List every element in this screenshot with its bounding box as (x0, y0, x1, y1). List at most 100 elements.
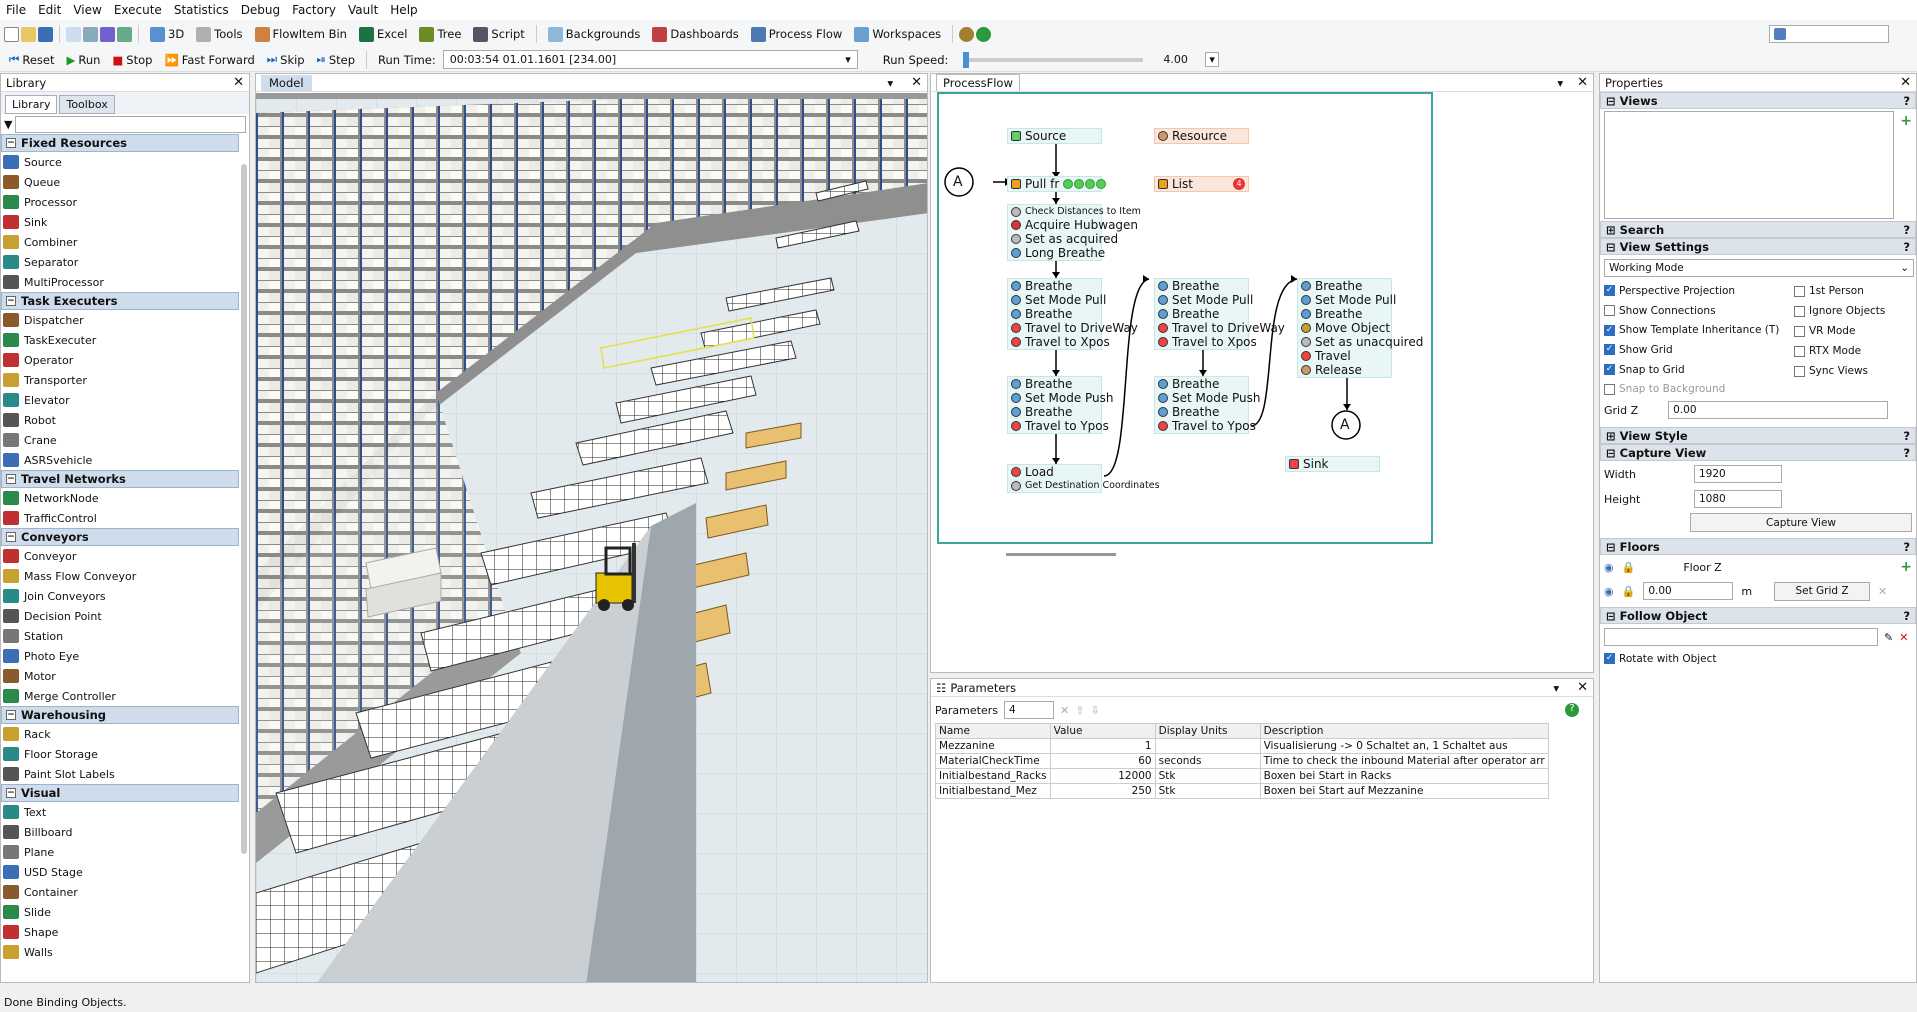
checkbox-snap-to-grid[interactable]: ✓Snap to Grid (1604, 362, 1794, 378)
excel-button[interactable]: Excel (354, 25, 412, 44)
library-item-plane[interactable]: Plane (1, 842, 249, 862)
pin-icon[interactable]: ▾ (887, 75, 894, 90)
library-item-conveyor[interactable]: Conveyor (1, 546, 249, 566)
table-cell[interactable]: Visualisierung -> 0 Schaltet an, 1 Schal… (1259, 738, 1549, 754)
table-cell[interactable]: 60 (1049, 753, 1156, 769)
checkbox-perspective-projection[interactable]: ✓Perspective Projection (1604, 283, 1794, 299)
library-item-join-conveyors[interactable]: Join Conveyors (1, 586, 249, 606)
library-filter-input[interactable] (15, 115, 246, 133)
floor-z-input[interactable]: 0.00 (1643, 582, 1734, 600)
checkbox-ignore-objects[interactable]: Ignore Objects (1794, 303, 1885, 319)
help-icon[interactable]: ? (1565, 703, 1579, 717)
run-time-field[interactable]: 00:03:54 01.01.1601 [234.00]▾ (442, 50, 858, 69)
floors-section[interactable]: ⊟ Floors? (1600, 538, 1916, 555)
new-file-icon[interactable] (4, 26, 19, 42)
library-item-motor[interactable]: Motor (1, 666, 249, 686)
category-task-executers[interactable]: −Task Executers (1, 292, 239, 310)
column-header[interactable]: Name (935, 723, 1051, 739)
tab-library[interactable]: Library (5, 95, 58, 114)
category-visual[interactable]: −Visual (1, 784, 239, 802)
menu-file[interactable]: File (6, 3, 27, 17)
table-cell[interactable]: Stk (1154, 783, 1261, 799)
workspaces-button[interactable]: Workspaces (849, 25, 946, 44)
stop-button[interactable]: ■Stop (107, 51, 157, 69)
grid-z-input[interactable]: 0.00 (1668, 401, 1889, 419)
pull-block[interactable]: Pull fr (1007, 176, 1107, 192)
step-button[interactable]: ⏯Step (312, 50, 360, 69)
checkbox-vr-mode[interactable]: VR Mode (1794, 323, 1885, 339)
tree-button[interactable]: Tree (414, 25, 466, 44)
user-dropdown[interactable] (1769, 25, 1889, 43)
delete-icon[interactable]: ✕ (1059, 703, 1070, 717)
capture-view-button[interactable]: Capture View (1690, 513, 1912, 532)
add-floor-icon[interactable]: + (1900, 559, 1912, 575)
column-header[interactable]: Value (1049, 723, 1156, 739)
reset-button[interactable]: ⏮Reset (4, 50, 59, 69)
lock-icon[interactable]: 🔒 (1621, 584, 1636, 598)
library-item-decision-point[interactable]: Decision Point (1, 606, 249, 626)
menu-statistics[interactable]: Statistics (173, 3, 229, 17)
tab-processflow[interactable]: ProcessFlow (936, 74, 1020, 91)
3d-model-view[interactable] (256, 93, 927, 982)
library-item-walls[interactable]: Walls (1, 942, 249, 962)
library-scrollbar[interactable] (241, 164, 247, 854)
eye-icon[interactable]: ◉ (1604, 584, 1614, 598)
checkbox-rtx-mode[interactable]: RTX Mode (1794, 343, 1885, 359)
library-item-processor[interactable]: Processor (1, 192, 249, 212)
close-icon[interactable]: ✕ (233, 75, 244, 90)
width-input[interactable]: 1920 (1694, 465, 1782, 483)
library-item-operator[interactable]: Operator (1, 350, 249, 370)
menu-vault[interactable]: Vault (348, 3, 379, 17)
library-item-sink[interactable]: Sink (1, 212, 249, 232)
view-style-section[interactable]: ⊞ View Style? (1600, 427, 1916, 444)
3d-button[interactable]: 3D (145, 25, 189, 44)
search-section[interactable]: ⊞ Search? (1600, 221, 1916, 238)
gear-icon[interactable] (959, 26, 975, 42)
library-item-rack[interactable]: Rack (1, 724, 249, 744)
tab-toolbox[interactable]: Toolbox (59, 95, 115, 114)
menu-edit[interactable]: Edit (38, 3, 62, 17)
library-item-separator[interactable]: Separator (1, 252, 249, 272)
open-folder-icon[interactable] (21, 26, 36, 42)
source-block[interactable]: Source (1007, 128, 1102, 144)
select-cursor-icon[interactable] (66, 26, 81, 42)
close-icon[interactable]: ✕ (911, 75, 922, 90)
script-button[interactable]: Script (468, 25, 529, 44)
close-icon[interactable]: ✕ (1577, 680, 1588, 695)
checkbox-show-connections[interactable]: Show Connections (1604, 303, 1794, 319)
library-item-photo-eye[interactable]: Photo Eye (1, 646, 249, 666)
library-item-robot[interactable]: Robot (1, 410, 249, 430)
flowitem-bin-button[interactable]: FlowItem Bin (250, 25, 352, 44)
table-cell[interactable]: Stk (1154, 768, 1261, 784)
menu-factory[interactable]: Factory (292, 3, 336, 17)
add-icon[interactable]: + (1900, 113, 1912, 129)
run-speed-thumb[interactable] (963, 51, 970, 68)
checkbox-1st-person[interactable]: 1st Person (1794, 283, 1885, 299)
column-header[interactable]: Display Units (1154, 723, 1261, 739)
library-item-slide[interactable]: Slide (1, 902, 249, 922)
help-icon[interactable] (976, 26, 992, 42)
view-settings-section[interactable]: ⊟ View Settings? (1600, 238, 1916, 255)
library-item-paint-slot-labels[interactable]: Paint Slot Labels (1, 764, 249, 784)
table-cell[interactable]: Boxen bei Start auf Mezzanine (1259, 783, 1549, 799)
forklift[interactable] (595, 543, 636, 611)
process-flow-button[interactable]: Process Flow (746, 25, 848, 44)
library-item-floor-storage[interactable]: Floor Storage (1, 744, 249, 764)
remove-floor-icon[interactable]: ✕ (1878, 584, 1888, 598)
group-icon[interactable] (117, 26, 132, 42)
connector-a-out[interactable]: A (1340, 417, 1350, 433)
tab-model[interactable]: Model (261, 74, 312, 91)
table-cell[interactable] (1154, 738, 1261, 754)
pf-h-scrollbar[interactable] (1006, 553, 1116, 556)
library-item-merge-controller[interactable]: Merge Controller (1, 686, 249, 706)
